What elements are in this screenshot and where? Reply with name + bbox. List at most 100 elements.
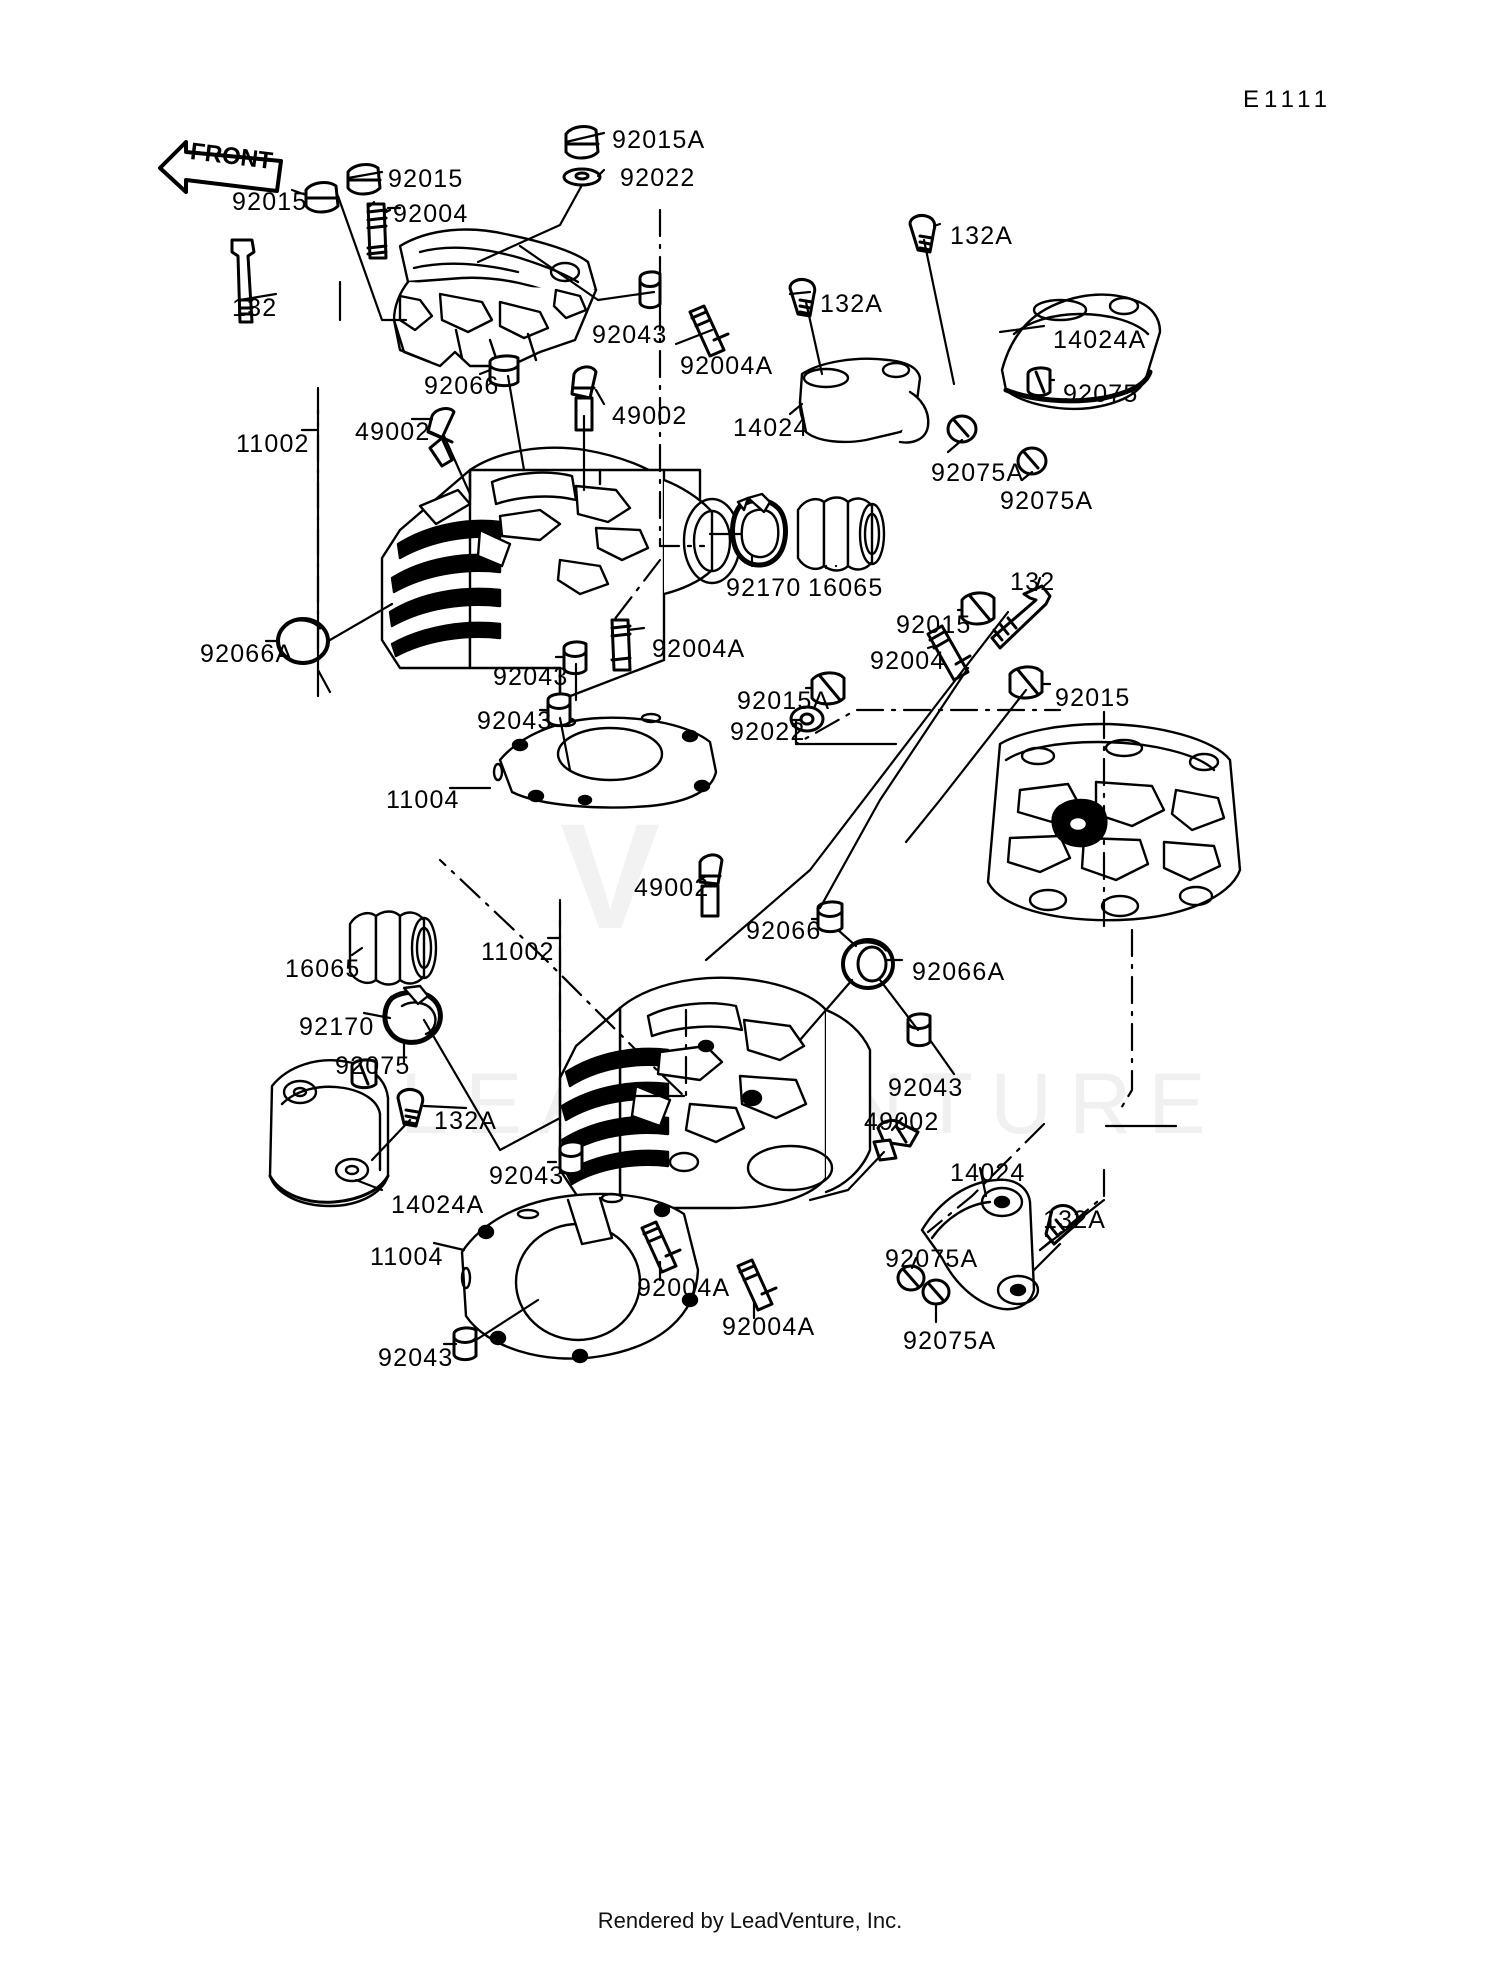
damper-92075a-l1 [896,1264,926,1292]
part-label-92043-1[interactable]: 92043 [592,321,668,349]
part-label-14024-1[interactable]: 14024 [733,414,809,442]
bolt-132a-upper-left [788,278,817,318]
part-label-92004-1[interactable]: 92004 [393,200,469,228]
part-label-92022-1[interactable]: 92022 [620,164,696,192]
part-label-16065-1[interactable]: 16065 [808,574,884,602]
part-label-92075-1[interactable]: 92075 [1063,380,1139,408]
lower-carburetor-clamp [382,984,443,1045]
part-label-92075a-3[interactable]: 92075A [885,1245,979,1273]
pin-92043-mid1 [562,640,588,676]
upper-cylinder-head-body [380,446,742,702]
stud-bolt-92004-right [926,624,972,682]
part-label-132-2[interactable]: 132 [1010,568,1056,596]
part-label-92004a-4[interactable]: 92004A [722,1313,816,1341]
part-label-92015-3[interactable]: 92015 [896,611,972,639]
part-label-92004a-3[interactable]: 92004A [637,1274,731,1302]
lower-right-cylinder-head [986,722,1242,922]
part-label-132a-3[interactable]: 132A [434,1107,498,1135]
damper-92075a-u1 [946,414,978,444]
diagram-code: E1111 [1243,86,1333,113]
part-label-92043-3[interactable]: 92043 [477,707,553,735]
part-label-49002-4[interactable]: 49002 [864,1108,940,1136]
bolt-132a-lower-right [1044,1204,1080,1246]
part-label-11004-1[interactable]: 11004 [386,786,460,814]
damper-92075a-u2 [1016,446,1048,476]
part-label-92170-1[interactable]: 92170 [726,574,802,602]
nut-92015a-mid [810,671,846,706]
part-label-92015a-2[interactable]: 92015A [737,687,831,715]
part-label-49002-2[interactable]: 49002 [612,402,688,430]
valve-guide-49002-left [426,407,456,468]
part-label-49002-3[interactable]: 49002 [634,874,710,902]
part-label-92066a-1[interactable]: 92066A [200,640,294,668]
nut-92015a-top [564,125,600,160]
nut-92015-b [346,163,382,196]
part-label-92043-2[interactable]: 92043 [493,663,569,691]
damper-92075-lower [350,1058,378,1090]
damper-92075-upper [1026,366,1052,398]
leader-lines [238,131,1062,1346]
nut-92015-right-upper [960,591,996,626]
part-label-92004a-2[interactable]: 92004A [652,635,746,663]
part-label-92015-1[interactable]: 92015 [232,188,308,216]
damper-92075a-l2 [921,1278,951,1306]
upper-head-cover-top [392,228,598,368]
part-label-49002-1[interactable]: 49002 [355,418,431,446]
bolt-132a-upper-right [908,214,937,254]
valve-guide-49002-right [570,365,598,432]
part-label-92015-4[interactable]: 92015 [1055,684,1131,712]
part-label-92004a-1[interactable]: 92004A [680,352,774,380]
part-label-16065-2[interactable]: 16065 [285,955,361,983]
part-label-11004-2[interactable]: 11004 [370,1243,444,1271]
part-label-92075a-2[interactable]: 92075A [1000,487,1094,515]
nut-92015-a [304,181,340,214]
part-label-92043-4[interactable]: 92043 [888,1074,964,1102]
part-label-92170-2[interactable]: 92170 [299,1013,375,1041]
stud-bolt-92004a-low1 [640,1220,682,1274]
part-label-132a-1[interactable]: 132A [820,290,884,318]
part-label-132a-4[interactable]: 132A [1043,1206,1107,1234]
part-label-92015-2[interactable]: 92015 [388,165,464,193]
bolt-132-right [990,584,1052,650]
pin-92043-upper [638,270,662,310]
stud-bolt-92004a-low2 [736,1258,778,1312]
part-label-14024a-1[interactable]: 14024A [1053,326,1147,354]
pin-92043-mid2 [546,692,572,728]
plug-92066-upper [488,354,520,388]
part-label-14024a-2[interactable]: 14024A [391,1191,485,1219]
part-label-92066-2[interactable]: 92066 [746,917,822,945]
part-label-92075a-4[interactable]: 92075A [903,1327,997,1355]
part-label-11002-2[interactable]: 11002 [481,938,555,966]
washer-92022-mid [789,705,825,733]
part-label-92066-1[interactable]: 92066 [424,372,500,400]
upper-head-gasket [492,712,718,809]
lower-head-gasket [460,1192,700,1364]
part-label-11002-1[interactable]: 11002 [236,430,310,458]
part-label-92075a-1[interactable]: 92075A [931,459,1025,487]
part-label-92043-6[interactable]: 92043 [378,1344,454,1372]
part-label-92043-5[interactable]: 92043 [489,1162,565,1190]
pin-92043-low3 [452,1326,478,1362]
valve-guide-49002-bottom [872,1119,920,1162]
pin-92043-low2 [558,1140,584,1176]
lower-left-valve-cover [268,1059,390,1208]
part-label-132a-2[interactable]: 132A [950,222,1014,250]
stud-bolt-92004-top [366,202,388,260]
upper-valve-cover-rear [798,357,930,444]
part-label-92004-2[interactable]: 92004 [870,647,946,675]
part-label-132-1[interactable]: 132 [232,294,278,322]
leadventure-logo-watermark: V [560,792,661,960]
upper-carburetor-clamp [730,492,788,568]
part-label-92075-2[interactable]: 92075 [335,1052,411,1080]
assembly-outline-lower-right [794,708,1134,1112]
lower-cylinder-head-body [558,976,872,1210]
lower-right-valve-cover [920,1178,1040,1311]
upper-carburetor-holder [796,496,886,572]
nut-92015-right-lower [1008,665,1044,700]
part-label-92022-2[interactable]: 92022 [730,718,806,746]
part-label-92015a-1[interactable]: 92015A [612,126,706,154]
part-label-92066a-2[interactable]: 92066A [912,958,1006,986]
part-label-14024-2[interactable]: 14024 [950,1159,1026,1187]
render-credit-footer: Rendered by LeadVenture, Inc. [597,1908,903,1933]
